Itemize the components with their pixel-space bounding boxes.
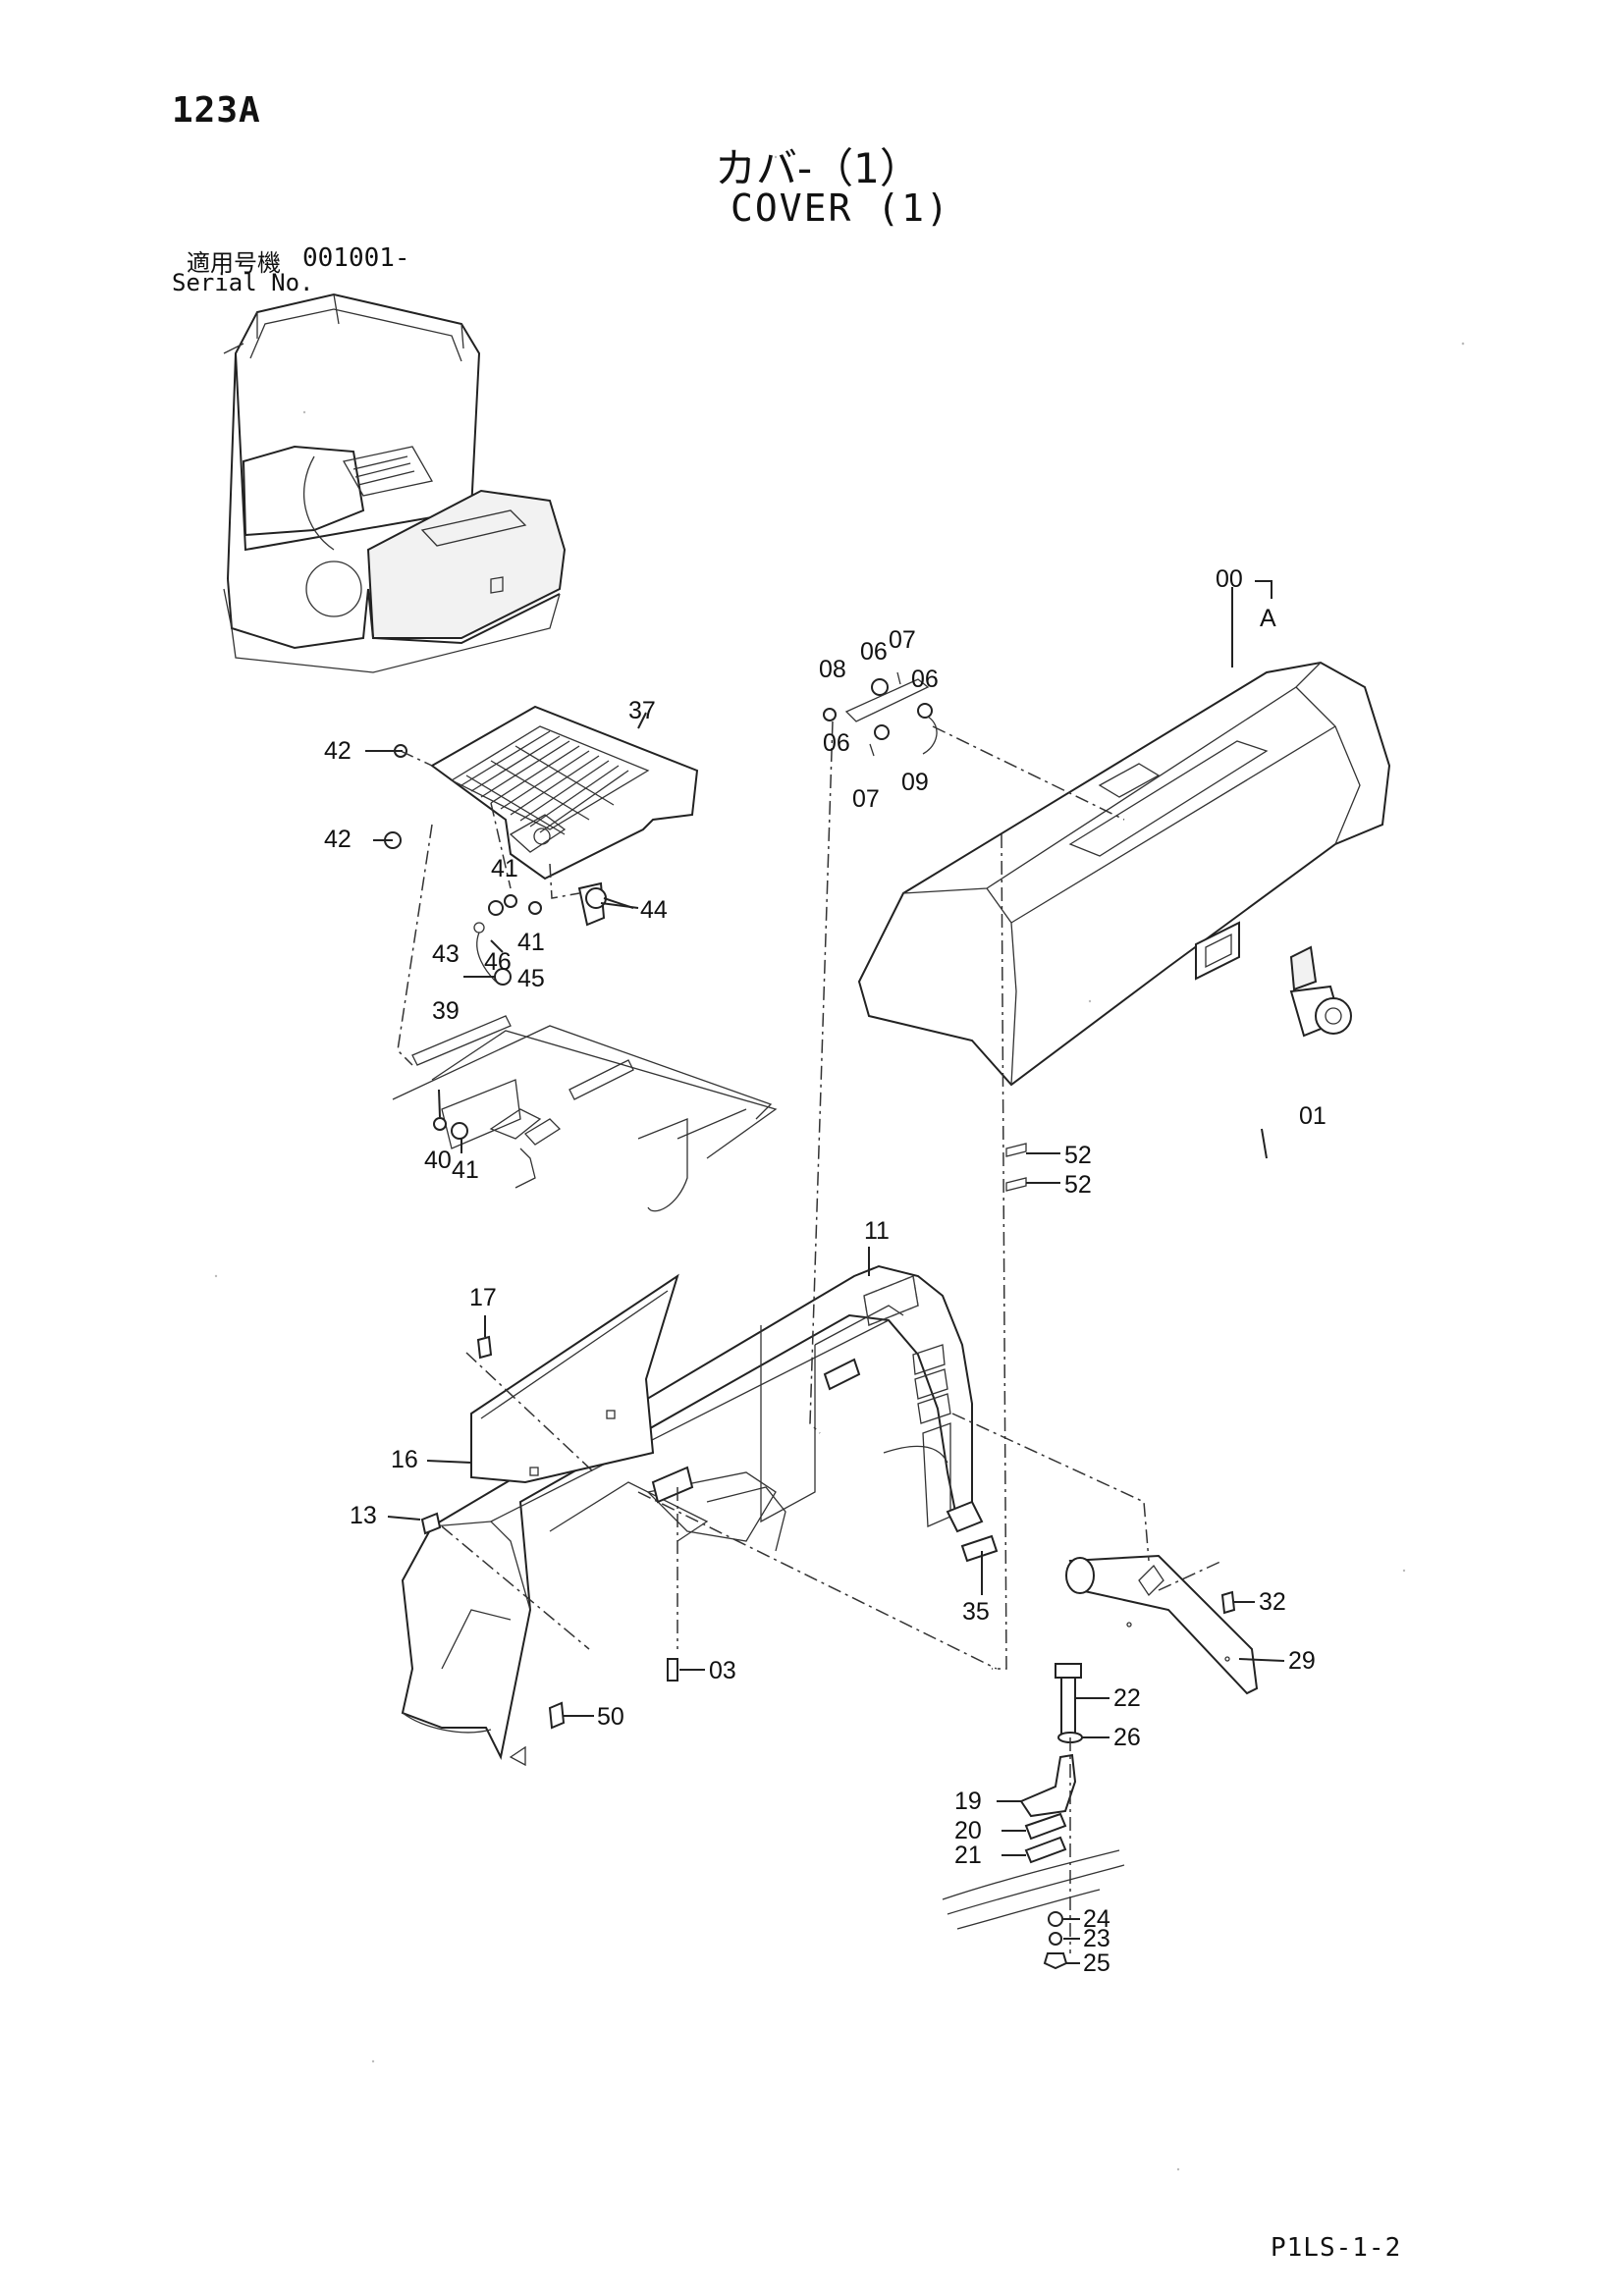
callout-41-top: 41 xyxy=(491,855,518,882)
serial-label-english: Serial No. xyxy=(172,269,314,296)
page-code: P1LS-1-2 xyxy=(1271,2233,1402,2263)
callout-23: 23 xyxy=(1083,1925,1110,1952)
callout-42-top: 42 xyxy=(324,737,352,765)
callout-40: 40 xyxy=(424,1147,452,1174)
excavator-overview-illustration xyxy=(223,293,567,673)
callout-29: 29 xyxy=(1288,1647,1316,1675)
callout-00: 00 xyxy=(1216,565,1243,593)
top-cover-assembly xyxy=(857,661,1391,1087)
support-bracket-frame xyxy=(392,1015,778,1212)
page-id: 123A xyxy=(172,90,261,131)
callout-06-right: 06 xyxy=(911,666,939,693)
callout-a: A xyxy=(1260,605,1276,632)
callout-21: 21 xyxy=(954,1842,982,1869)
callout-20: 20 xyxy=(954,1817,982,1844)
title-japanese: カバ-（1） xyxy=(715,144,921,192)
callout-01: 01 xyxy=(1299,1102,1326,1130)
callout-11: 11 xyxy=(864,1217,890,1245)
callout-19: 19 xyxy=(954,1788,982,1815)
rear-cover-plate xyxy=(1065,1554,1259,1695)
handle-lock-detail xyxy=(823,671,938,757)
callout-42-bottom: 42 xyxy=(324,826,352,853)
callout-46: 46 xyxy=(484,948,512,976)
main-frame-assembly xyxy=(401,1264,984,1767)
leader-lines xyxy=(365,580,1285,1964)
callout-52-top: 52 xyxy=(1064,1142,1092,1169)
callout-13: 13 xyxy=(350,1502,377,1529)
hinge-and-fastener-stack xyxy=(942,1663,1125,1970)
radiator-screen-assembly xyxy=(384,705,699,986)
callout-22: 22 xyxy=(1113,1684,1141,1712)
callout-03: 03 xyxy=(709,1657,736,1684)
small-fasteners xyxy=(420,1143,1236,1730)
callout-43: 43 xyxy=(432,940,460,968)
callout-07-bottom: 07 xyxy=(852,785,880,813)
callout-37: 37 xyxy=(628,697,656,724)
callout-41-bottom: 41 xyxy=(452,1156,479,1184)
callout-50: 50 xyxy=(597,1703,624,1731)
callout-08: 08 xyxy=(819,656,846,683)
callout-52-bottom: 52 xyxy=(1064,1171,1092,1199)
callout-16: 16 xyxy=(391,1446,418,1473)
title-english: COVER (1) xyxy=(731,187,950,230)
callout-32: 32 xyxy=(1259,1588,1286,1616)
callout-06-left: 06 xyxy=(823,729,850,757)
serial-label-japanese: 適用号機 xyxy=(187,249,281,277)
side-panel xyxy=(470,1273,679,1484)
callout-41-right: 41 xyxy=(517,929,545,956)
callout-06-top: 06 xyxy=(860,638,888,666)
serial-value: 001001- xyxy=(302,243,410,273)
callout-45: 45 xyxy=(517,965,545,992)
callout-26: 26 xyxy=(1113,1724,1141,1751)
callout-17: 17 xyxy=(469,1284,497,1311)
scan-specks xyxy=(214,155,1465,2171)
callout-07-top: 07 xyxy=(889,626,916,654)
callout-35: 35 xyxy=(962,1598,990,1626)
callout-24: 24 xyxy=(1083,1905,1110,1933)
callout-44: 44 xyxy=(640,896,668,924)
callout-09: 09 xyxy=(901,769,929,796)
callout-39: 39 xyxy=(432,997,460,1025)
callout-25: 25 xyxy=(1083,1949,1110,1977)
part-callouts: 00 A 01 06 07 06 08 06 07 09 37 42 42 41… xyxy=(324,565,1326,1977)
